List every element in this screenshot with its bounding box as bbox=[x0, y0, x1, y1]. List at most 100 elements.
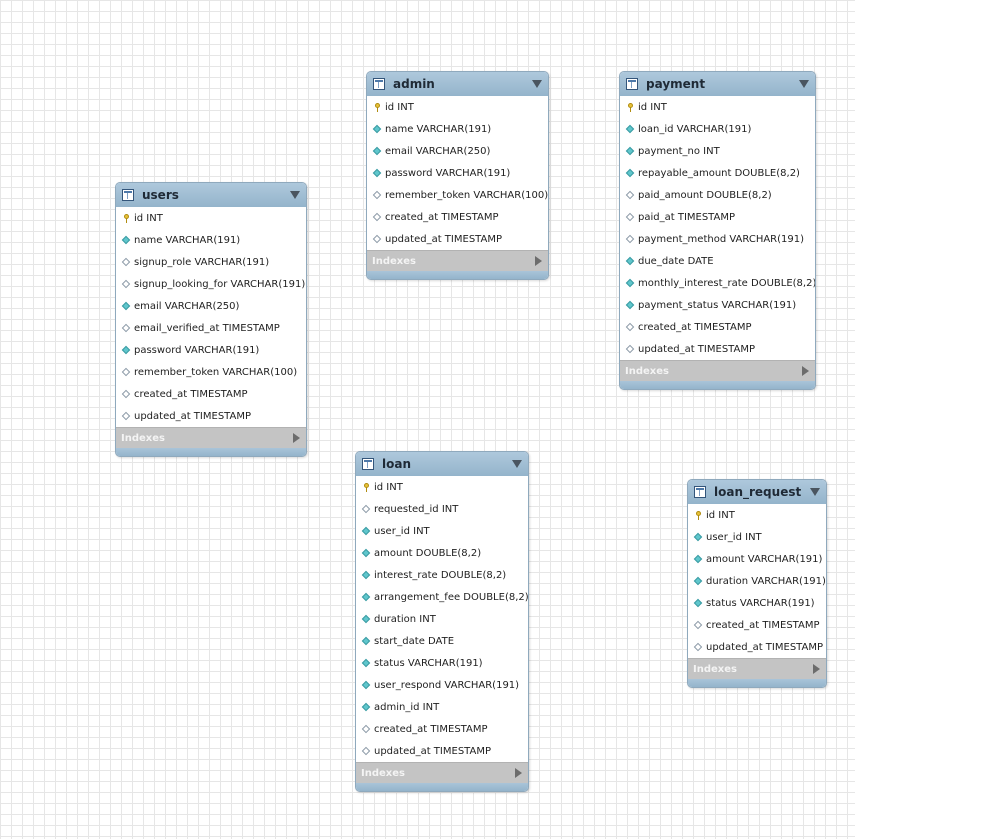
column-row[interactable]: payment_method VARCHAR(191) bbox=[620, 228, 815, 250]
key-shape bbox=[627, 102, 633, 112]
column-row[interactable]: user_respond VARCHAR(191) bbox=[356, 674, 528, 696]
diamond-shape bbox=[625, 212, 635, 222]
filled-diamond-icon bbox=[361, 526, 371, 536]
column-row[interactable]: signup_role VARCHAR(191) bbox=[116, 251, 306, 273]
column-row[interactable]: signup_looking_for VARCHAR(191) bbox=[116, 273, 306, 295]
primary-key-icon bbox=[693, 510, 703, 520]
column-row[interactable]: paid_amount DOUBLE(8,2) bbox=[620, 184, 815, 206]
indexes-section[interactable]: Indexes bbox=[688, 658, 826, 679]
column-label: user_respond VARCHAR(191) bbox=[374, 679, 520, 691]
column-row[interactable]: created_at TIMESTAMP bbox=[367, 206, 548, 228]
filled-diamond-icon bbox=[361, 636, 371, 646]
table-footer bbox=[688, 679, 826, 687]
column-row[interactable]: monthly_interest_rate DOUBLE(8,2) bbox=[620, 272, 815, 294]
column-row[interactable]: created_at TIMESTAMP bbox=[116, 383, 306, 405]
column-row[interactable]: email VARCHAR(250) bbox=[116, 295, 306, 317]
collapse-arrow-icon[interactable] bbox=[532, 80, 542, 88]
column-row[interactable]: created_at TIMESTAMP bbox=[620, 316, 815, 338]
indexes-section[interactable]: Indexes bbox=[116, 427, 306, 448]
column-row[interactable]: status VARCHAR(191) bbox=[356, 652, 528, 674]
diamond-shape bbox=[625, 256, 635, 266]
column-row[interactable]: name VARCHAR(191) bbox=[116, 229, 306, 251]
diamond-shape bbox=[625, 322, 635, 332]
expand-arrow-icon[interactable] bbox=[535, 256, 542, 266]
table-header[interactable]: admin bbox=[367, 72, 548, 96]
empty-diamond-icon bbox=[121, 367, 131, 377]
expand-arrow-icon[interactable] bbox=[802, 366, 809, 376]
empty-diamond-icon bbox=[625, 234, 635, 244]
column-row[interactable]: password VARCHAR(191) bbox=[116, 339, 306, 361]
column-row[interactable]: id INT bbox=[356, 476, 528, 498]
column-row[interactable]: amount DOUBLE(8,2) bbox=[356, 542, 528, 564]
column-row[interactable]: id INT bbox=[688, 504, 826, 526]
indexes-section[interactable]: Indexes bbox=[367, 250, 548, 271]
empty-diamond-icon bbox=[372, 234, 382, 244]
column-row[interactable]: requested_id INT bbox=[356, 498, 528, 520]
column-row[interactable]: email_verified_at TIMESTAMP bbox=[116, 317, 306, 339]
diamond-shape bbox=[625, 168, 635, 178]
column-row[interactable]: remember_token VARCHAR(100) bbox=[116, 361, 306, 383]
column-row[interactable]: status VARCHAR(191) bbox=[688, 592, 826, 614]
table-admin[interactable]: admin id INT name VARCHAR(191)email VARCH… bbox=[366, 71, 549, 280]
column-row[interactable]: updated_at TIMESTAMP bbox=[688, 636, 826, 658]
column-row[interactable]: paid_at TIMESTAMP bbox=[620, 206, 815, 228]
diamond-shape bbox=[372, 168, 382, 178]
column-row[interactable]: payment_status VARCHAR(191) bbox=[620, 294, 815, 316]
column-row[interactable]: id INT bbox=[116, 207, 306, 229]
column-row[interactable]: id INT bbox=[367, 96, 548, 118]
column-row[interactable]: user_id INT bbox=[356, 520, 528, 542]
table-header[interactable]: loan_request bbox=[688, 480, 826, 504]
diamond-shape bbox=[121, 389, 131, 399]
column-row[interactable]: updated_at TIMESTAMP bbox=[116, 405, 306, 427]
column-row[interactable]: start_date DATE bbox=[356, 630, 528, 652]
column-row[interactable]: remember_token VARCHAR(100) bbox=[367, 184, 548, 206]
table-header[interactable]: payment bbox=[620, 72, 815, 96]
indexes-section[interactable]: Indexes bbox=[356, 762, 528, 783]
filled-diamond-icon bbox=[625, 124, 635, 134]
column-label: requested_id INT bbox=[374, 503, 459, 515]
column-row[interactable]: password VARCHAR(191) bbox=[367, 162, 548, 184]
column-row[interactable]: duration INT bbox=[356, 608, 528, 630]
expand-arrow-icon[interactable] bbox=[813, 664, 820, 674]
column-row[interactable]: due_date DATE bbox=[620, 250, 815, 272]
indexes-section[interactable]: Indexes bbox=[620, 360, 815, 381]
column-row[interactable]: email VARCHAR(250) bbox=[367, 140, 548, 162]
collapse-arrow-icon[interactable] bbox=[512, 460, 522, 468]
collapse-arrow-icon[interactable] bbox=[810, 488, 820, 496]
column-row[interactable]: updated_at TIMESTAMP bbox=[356, 740, 528, 762]
expand-arrow-icon[interactable] bbox=[515, 768, 522, 778]
column-label: email VARCHAR(250) bbox=[134, 300, 240, 312]
indexes-label: Indexes bbox=[361, 767, 405, 779]
column-label: paid_at TIMESTAMP bbox=[638, 211, 736, 223]
column-row[interactable]: duration VARCHAR(191) bbox=[688, 570, 826, 592]
diamond-shape bbox=[625, 278, 635, 288]
column-row[interactable]: arrangement_fee DOUBLE(8,2) bbox=[356, 586, 528, 608]
column-row[interactable]: loan_id VARCHAR(191) bbox=[620, 118, 815, 140]
table-title: loan_request bbox=[714, 485, 802, 499]
filled-diamond-icon bbox=[693, 598, 703, 608]
column-label: id INT bbox=[385, 101, 414, 113]
column-row[interactable]: created_at TIMESTAMP bbox=[356, 718, 528, 740]
column-row[interactable]: interest_rate DOUBLE(8,2) bbox=[356, 564, 528, 586]
table-header[interactable]: users bbox=[116, 183, 306, 207]
column-row[interactable]: repayable_amount DOUBLE(8,2) bbox=[620, 162, 815, 184]
expand-arrow-icon[interactable] bbox=[293, 433, 300, 443]
column-row[interactable]: admin_id INT bbox=[356, 696, 528, 718]
column-row[interactable]: user_id INT bbox=[688, 526, 826, 548]
column-row[interactable]: amount VARCHAR(191) bbox=[688, 548, 826, 570]
column-row[interactable]: updated_at TIMESTAMP bbox=[367, 228, 548, 250]
column-row[interactable]: name VARCHAR(191) bbox=[367, 118, 548, 140]
column-row[interactable]: updated_at TIMESTAMP bbox=[620, 338, 815, 360]
column-row[interactable]: id INT bbox=[620, 96, 815, 118]
table-header[interactable]: loan bbox=[356, 452, 528, 476]
filled-diamond-icon bbox=[361, 548, 371, 558]
column-row[interactable]: payment_no INT bbox=[620, 140, 815, 162]
column-row[interactable]: created_at TIMESTAMP bbox=[688, 614, 826, 636]
collapse-arrow-icon[interactable] bbox=[290, 191, 300, 199]
collapse-arrow-icon[interactable] bbox=[799, 80, 809, 88]
